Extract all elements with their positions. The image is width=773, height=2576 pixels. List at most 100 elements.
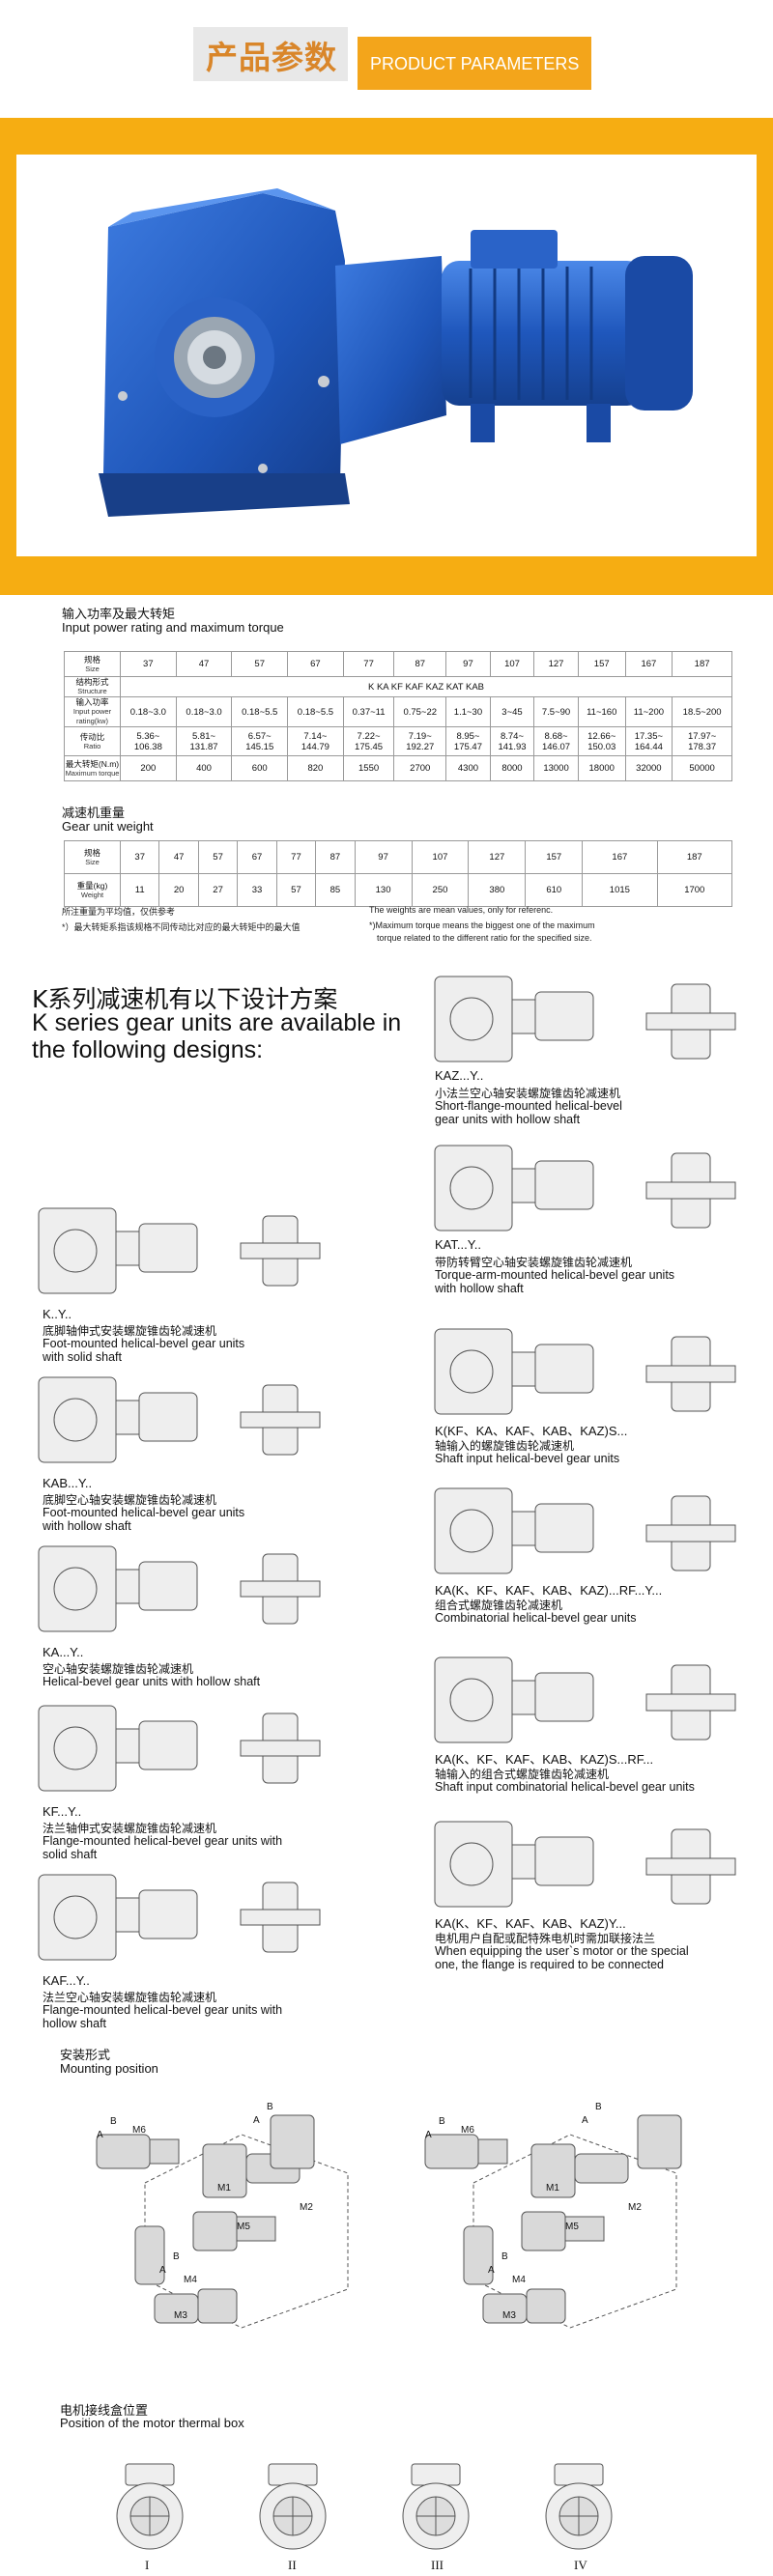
table-cell: 187 [656,840,733,874]
design-code: KAZ...Y.. [435,1068,484,1083]
mounting-label: M3 [502,2310,516,2321]
note-en-1: The weights are mean values, only for re… [369,905,554,915]
design-name-cn: 电机用户自配或配特殊电机时需加联接法兰 [435,1932,656,1945]
table-cell: 0.18~5.5 [287,696,344,727]
table-cell: 7.22~175.45 [342,726,395,756]
table-cell: 167 [582,840,658,874]
cell-line: 8.95~ [456,730,480,742]
design-name-en-2: gear units with hollow shaft [435,1113,581,1126]
row-label-en: Size [85,857,100,866]
mounting-label: M6 [132,2125,146,2136]
mounting-title-en: Mounting position [60,2061,158,2076]
design-name-en-1: Torque-arm-mounted helical-bevel gear un… [435,1268,675,1282]
row-label-cn: 最大转矩(N.m) [65,758,120,769]
thermal-box-drawing [545,2463,613,2550]
design-drawing-front [240,1384,321,1456]
table-cell: 8000 [489,755,535,781]
thermal-box-drawing [116,2463,184,2550]
row-label-en: Weight [80,890,104,899]
table-cell: 250 [411,873,470,907]
table-cell: 18000 [577,755,626,781]
mounting-label: M6 [461,2125,474,2136]
note-cn-2: *）最大转矩系指该规格不同传动比对应的最大转矩中的最大值 [62,922,301,932]
table-cell: 11~160 [577,696,626,727]
cell-line: 7.22~ [357,730,381,742]
row-label-en: Size [85,664,100,673]
design-drawing-front [645,1336,736,1412]
design-drawing-side [434,976,594,1062]
table-cell: 32000 [624,755,673,781]
design-drawing-front [645,1152,736,1229]
mounting-label-a: A [582,2115,588,2126]
thermal-box-drawing [402,2463,470,2550]
mounting-label-a: A [488,2265,495,2276]
table-cell: 157 [525,840,584,874]
cell-line: 145.15 [245,741,274,752]
cell-line: 8.74~ [500,730,525,742]
mounting-label: M2 [628,2202,642,2213]
designs-title-en-line2: the following designs: [32,1036,264,1063]
header-en-background [358,37,591,90]
design-name-en-2: hollow shaft [43,2017,107,2030]
table-cell: 67 [287,651,344,677]
cell-line: 175.47 [453,741,482,752]
table-cell: 1550 [342,755,395,781]
design-drawing-front [240,1882,321,1953]
thermal-position-label: I [145,2558,150,2572]
cell-line: 164.44 [634,741,663,752]
table-cell: 0.18~3.0 [120,696,177,727]
header-title-cn: 产品参数 [206,39,337,76]
table-cell: 107 [411,840,470,874]
table-cell: 7.19~192.27 [393,726,447,756]
design-name-en-2: one, the flange is required to be connec… [435,1958,664,1971]
mounting-label-a: A [97,2130,103,2140]
mounting-label-b: B [439,2116,445,2127]
design-drawing-front [645,1828,736,1905]
design-name-cn: 组合式螺旋锥齿轮减速机 [435,1599,563,1612]
mounting-title-cn: 安装形式 [60,2049,111,2063]
design-name-cn: 法兰轴伸式安装螺旋锥齿轮减速机 [43,1822,217,1835]
design-code: KA...Y.. [43,1645,84,1659]
cell-line: 17.97~ [687,730,717,742]
table-cell: 380 [468,873,527,907]
table-cell: 400 [175,755,233,781]
power-title-cn: 输入功率及最大转矩 [62,608,176,622]
table-cell: 127 [468,840,527,874]
design-name-en-1: Helical-bevel gear units with hollow sha… [43,1675,261,1688]
design-drawing-front [645,1664,736,1741]
design-drawing-front [240,1713,321,1784]
table-cell: 20 [158,873,199,907]
table-cell: 37 [120,651,177,677]
table-cell: 57 [275,873,317,907]
design-code: K(KF、KA、KAF、KAB、KAZ)S... [435,1424,628,1438]
design-name-en-1: Combinatorial helical-bevel gear units [435,1611,637,1625]
table-cell: 8.68~146.07 [533,726,579,756]
table-cell: 67 [237,840,277,874]
design-name-en-1: Flange-mounted helical-bevel gear units … [43,1834,283,1848]
design-drawing-side [38,1545,198,1632]
mounting-label-b: B [173,2251,180,2262]
header: 产品参数 PRODUCT PARAMETERS [0,0,773,106]
note-en-3: torque related to the different ratio fo… [377,933,592,943]
table-cell: 57 [197,840,239,874]
design-drawing-front [645,1495,736,1571]
design-drawing-side [38,1874,198,1961]
table-cell: 4300 [445,755,491,781]
weight-title-cn: 减速机重量 [62,807,126,821]
table-cell: 17.35~164.44 [624,726,673,756]
product-photo [16,155,757,556]
design-drawing-side [38,1376,198,1463]
cell-line: 146.07 [542,741,571,752]
table-cell: 0.37~11 [342,696,395,727]
table-cell: 7.5~90 [533,696,579,727]
design-drawing-front [240,1553,321,1625]
cell-line: 141.93 [498,741,527,752]
cell-line: 12.66~ [587,730,616,742]
table-cell: 97 [354,840,413,874]
table-cell: 12.66~150.03 [577,726,626,756]
table-cell: 167 [624,651,673,677]
table-cell: 37 [119,840,160,874]
